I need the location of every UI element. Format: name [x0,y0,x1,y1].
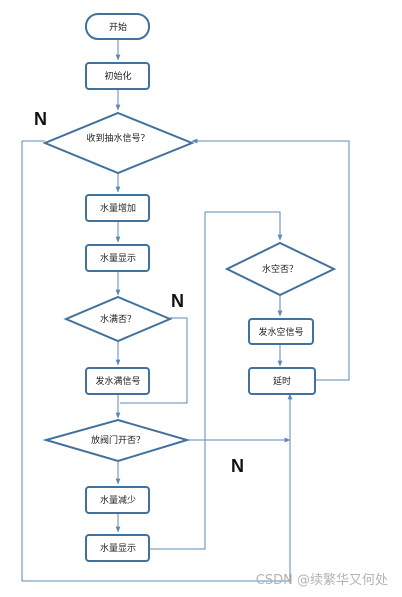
start-label: 开始 [109,21,127,33]
edge-full-no [120,317,188,404]
flow-edges [21,39,350,582]
recv-signal-label: 收到抽水信号？ [86,132,149,144]
delay-label: 延时 [273,375,291,387]
start-node: 开始 [85,13,150,40]
send-full-signal-node: 发水满信号 [85,367,150,395]
water-increase-label: 水量增加 [100,202,136,214]
watermark: CSDN @续繁华又何处 [256,572,388,588]
edge-disp-empty [148,211,283,550]
water-full-label: 水满否？ [100,313,136,325]
water-display-label-2: 水量显示 [100,542,136,554]
init-node: 初始化 [85,62,150,90]
water-display-label-1: 水量显示 [100,252,136,264]
edge-recv-no [21,140,293,582]
no-label-recv: N [34,109,47,129]
send-empty-signal-label: 发水空信号 [258,326,303,338]
valve-open-label: 放阀门开否？ [91,434,145,446]
init-label: 初始化 [104,70,131,82]
no-label-full: N [171,291,184,311]
no-label-valve: N [231,456,244,476]
edge-delay-recv [191,138,350,381]
water-display-node-2: 水量显示 [85,534,150,562]
water-increase-node: 水量增加 [85,194,150,222]
water-empty-decision: 水空否？ [224,241,337,297]
water-decrease-label: 水量减少 [100,494,136,506]
send-empty-signal-node: 发水空信号 [248,318,314,345]
water-full-decision: 水满否？ [63,295,173,343]
send-full-signal-label: 发水满信号 [95,375,140,387]
valve-open-decision: 放阀门开否？ [42,418,191,463]
water-decrease-node: 水量减少 [85,486,150,514]
delay-node: 延时 [248,367,316,395]
water-empty-label: 水空否？ [262,263,298,275]
recv-signal-decision: 收到抽水信号？ [42,111,195,175]
water-display-node-1: 水量显示 [85,244,150,272]
